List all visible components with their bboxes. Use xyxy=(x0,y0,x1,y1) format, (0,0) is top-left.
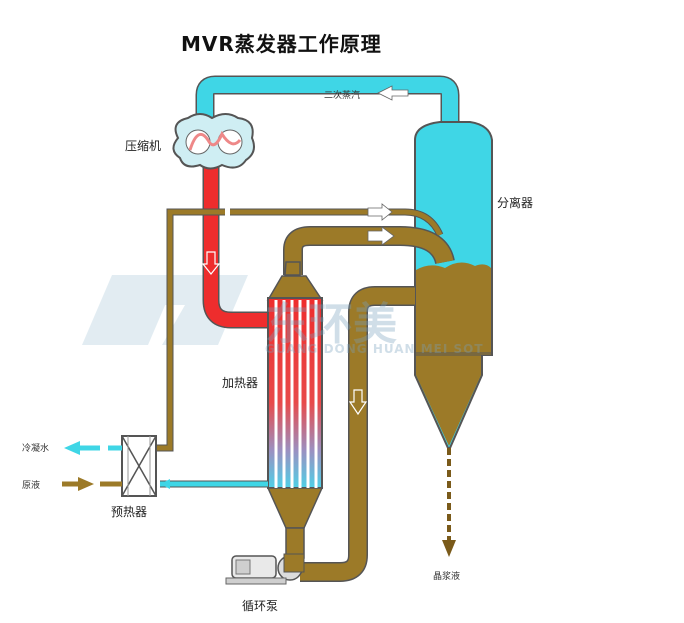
label-compressor: 压缩机 xyxy=(125,139,162,153)
compressor xyxy=(172,113,255,170)
heater xyxy=(266,261,324,559)
circulation-pump xyxy=(225,553,305,585)
page-title: MVR蒸发器工作原理 xyxy=(181,32,382,56)
slurry-arrow-icon xyxy=(442,540,456,557)
label-heater: 加热器 xyxy=(222,376,259,390)
label-secondary-steam: 二次蒸汽 xyxy=(324,91,361,101)
label-crystal-slurry: 晶浆液 xyxy=(433,572,461,582)
watermark-en: GUANG DONG HUAN MEI SOT xyxy=(265,342,484,356)
steam-arrow-icon xyxy=(377,85,409,101)
watermark-logo-icon xyxy=(82,275,248,345)
hot-steam-arrow-icon xyxy=(201,251,221,275)
watermark-cn: 东环美 xyxy=(265,299,397,350)
condensate-out-arrow-icon xyxy=(64,441,80,455)
return-arrow-icon xyxy=(348,389,368,416)
raw-liquid-arrow-icon xyxy=(78,477,94,491)
label-pump: 循环泵 xyxy=(242,599,279,613)
label-condensate: 冷凝水 xyxy=(22,444,50,454)
feed-arrow-icon xyxy=(367,203,393,221)
outlet-arrow-icon xyxy=(367,226,395,246)
condensate-arrow-icon xyxy=(160,479,170,489)
label-raw-liquid: 原液 xyxy=(22,481,41,491)
label-separator: 分离器 xyxy=(497,196,534,210)
preheater xyxy=(121,435,157,497)
label-preheater: 预热器 xyxy=(111,505,148,519)
